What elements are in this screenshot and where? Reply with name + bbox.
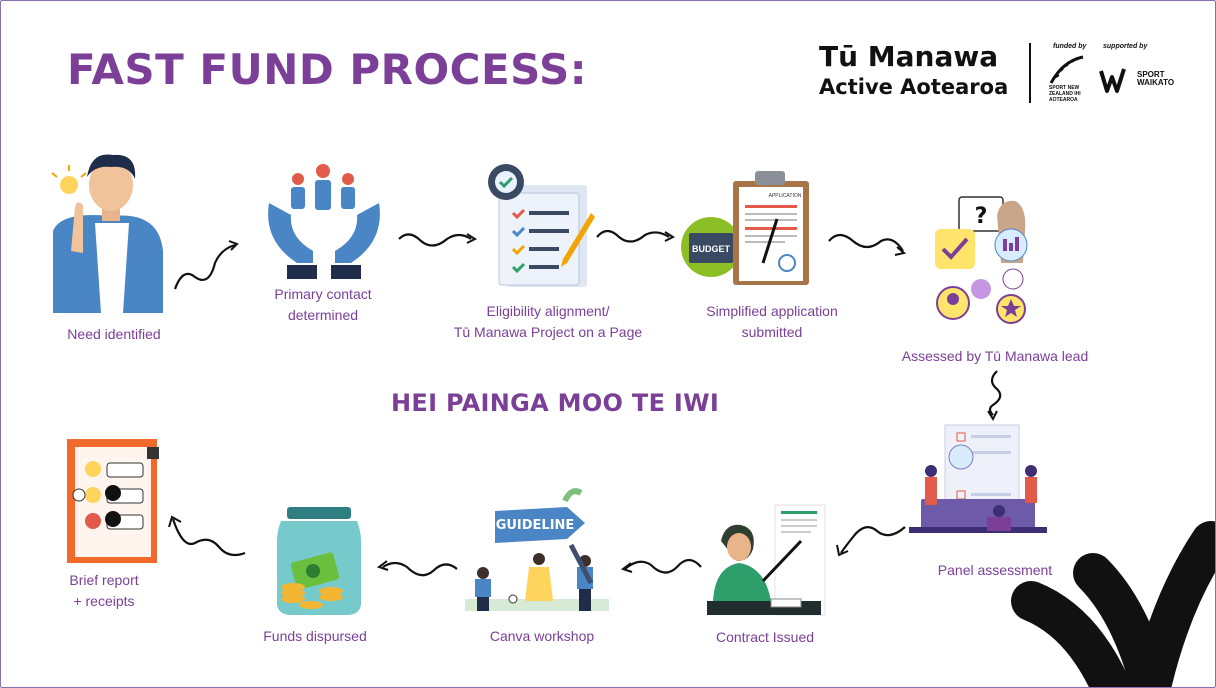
sport-nz-text: SPORT NEW ZEALAND IHI AOTEAROA	[1049, 85, 1081, 103]
sport-waikato-line-2: WAIKATO	[1137, 78, 1175, 87]
budget-text: BUDGET	[692, 244, 731, 254]
arrow-3	[596, 229, 670, 243]
logo-line-1: Tū Manawa	[819, 40, 999, 73]
step-label-panel: Panel assessment	[921, 560, 1069, 581]
arrow-4	[828, 233, 904, 252]
step-label-line: submitted	[741, 324, 803, 340]
money-jar-icon	[277, 507, 361, 615]
panel-assessment-icon	[909, 424, 1047, 533]
step-label-application: Simplified application submitted	[687, 301, 857, 343]
application-text: APPLICATION	[769, 193, 802, 199]
arrow-5	[988, 370, 1002, 416]
logo-divider	[1029, 43, 1031, 103]
step-label-line: Eligibility alignment/	[486, 303, 610, 319]
step-label-line: Primary contact	[274, 286, 372, 302]
supported-by-label: supported by	[1103, 43, 1148, 50]
step-label-line: Funds dispursed	[263, 628, 367, 644]
person-idea-icon	[51, 154, 163, 313]
hands-people-icon	[268, 164, 380, 279]
step-label-line: Need identified	[67, 326, 161, 342]
step-label-report: Brief report + receipts	[49, 570, 159, 612]
sport-waikato-text: SPORT WAIKATO	[1137, 71, 1174, 87]
center-banner: HEI PAINGA MOO TE IWI	[391, 389, 720, 417]
arrow-8	[382, 561, 458, 577]
step-label-line: Brief report	[69, 572, 139, 588]
step-label-line: Canva workshop	[489, 628, 595, 644]
step-label-line: Simplified application	[706, 303, 838, 319]
step-label-line: determined	[287, 307, 359, 323]
step-label-funds: Funds dispursed	[245, 626, 385, 647]
step-label-contract: Contract Issued	[697, 627, 833, 648]
step-label-eligibility: Eligibility alignment/ Tū Manawa Project…	[431, 301, 665, 343]
decorative-w-mark	[1011, 521, 1215, 687]
svg-text:?: ?	[975, 204, 988, 229]
step-label-need: Need identified	[41, 324, 187, 345]
logo-line-2: Active Aotearoa	[819, 75, 1009, 99]
application-clipboard-icon: BUDGET APPLICATION	[681, 171, 809, 285]
step-label-canva: Canva workshop	[471, 626, 613, 647]
step-label-line: Tū Manawa Project on a Page	[453, 324, 643, 340]
report-feedback-icon	[67, 439, 159, 563]
sport-waikato-line-1: SPORT	[1137, 70, 1165, 79]
page-title: FAST FUND PROCESS:	[67, 45, 588, 94]
step-label-line: Panel assessment	[937, 562, 1053, 578]
step-label-line: + receipts	[73, 593, 135, 609]
sport-waikato-w-icon	[1099, 68, 1126, 93]
assessment-lead-icon: ?	[935, 196, 1028, 324]
step-label-line: Assessed by Tū Manawa lead	[901, 348, 1089, 364]
arrow-1	[173, 243, 236, 290]
guideline-workshop-icon: GUIDELINE	[465, 488, 609, 611]
tu-manawa-logo: Tū Manawa Active Aotearoa	[819, 41, 1008, 101]
arrow-6	[840, 526, 906, 554]
checklist-icon	[488, 164, 595, 287]
arrow-7	[624, 558, 702, 574]
step-label-line: Contract Issued	[715, 629, 815, 645]
arrow-2	[398, 233, 472, 247]
step-label-assessed: Assessed by Tū Manawa lead	[881, 346, 1109, 367]
step-label-contact: Primary contact determined	[251, 284, 395, 326]
guideline-text: GUIDELINE	[496, 518, 575, 533]
arrow-9	[171, 518, 246, 557]
contract-signing-icon	[707, 504, 826, 616]
fern-icon	[1049, 55, 1084, 84]
funded-by-label: funded by	[1053, 43, 1087, 50]
